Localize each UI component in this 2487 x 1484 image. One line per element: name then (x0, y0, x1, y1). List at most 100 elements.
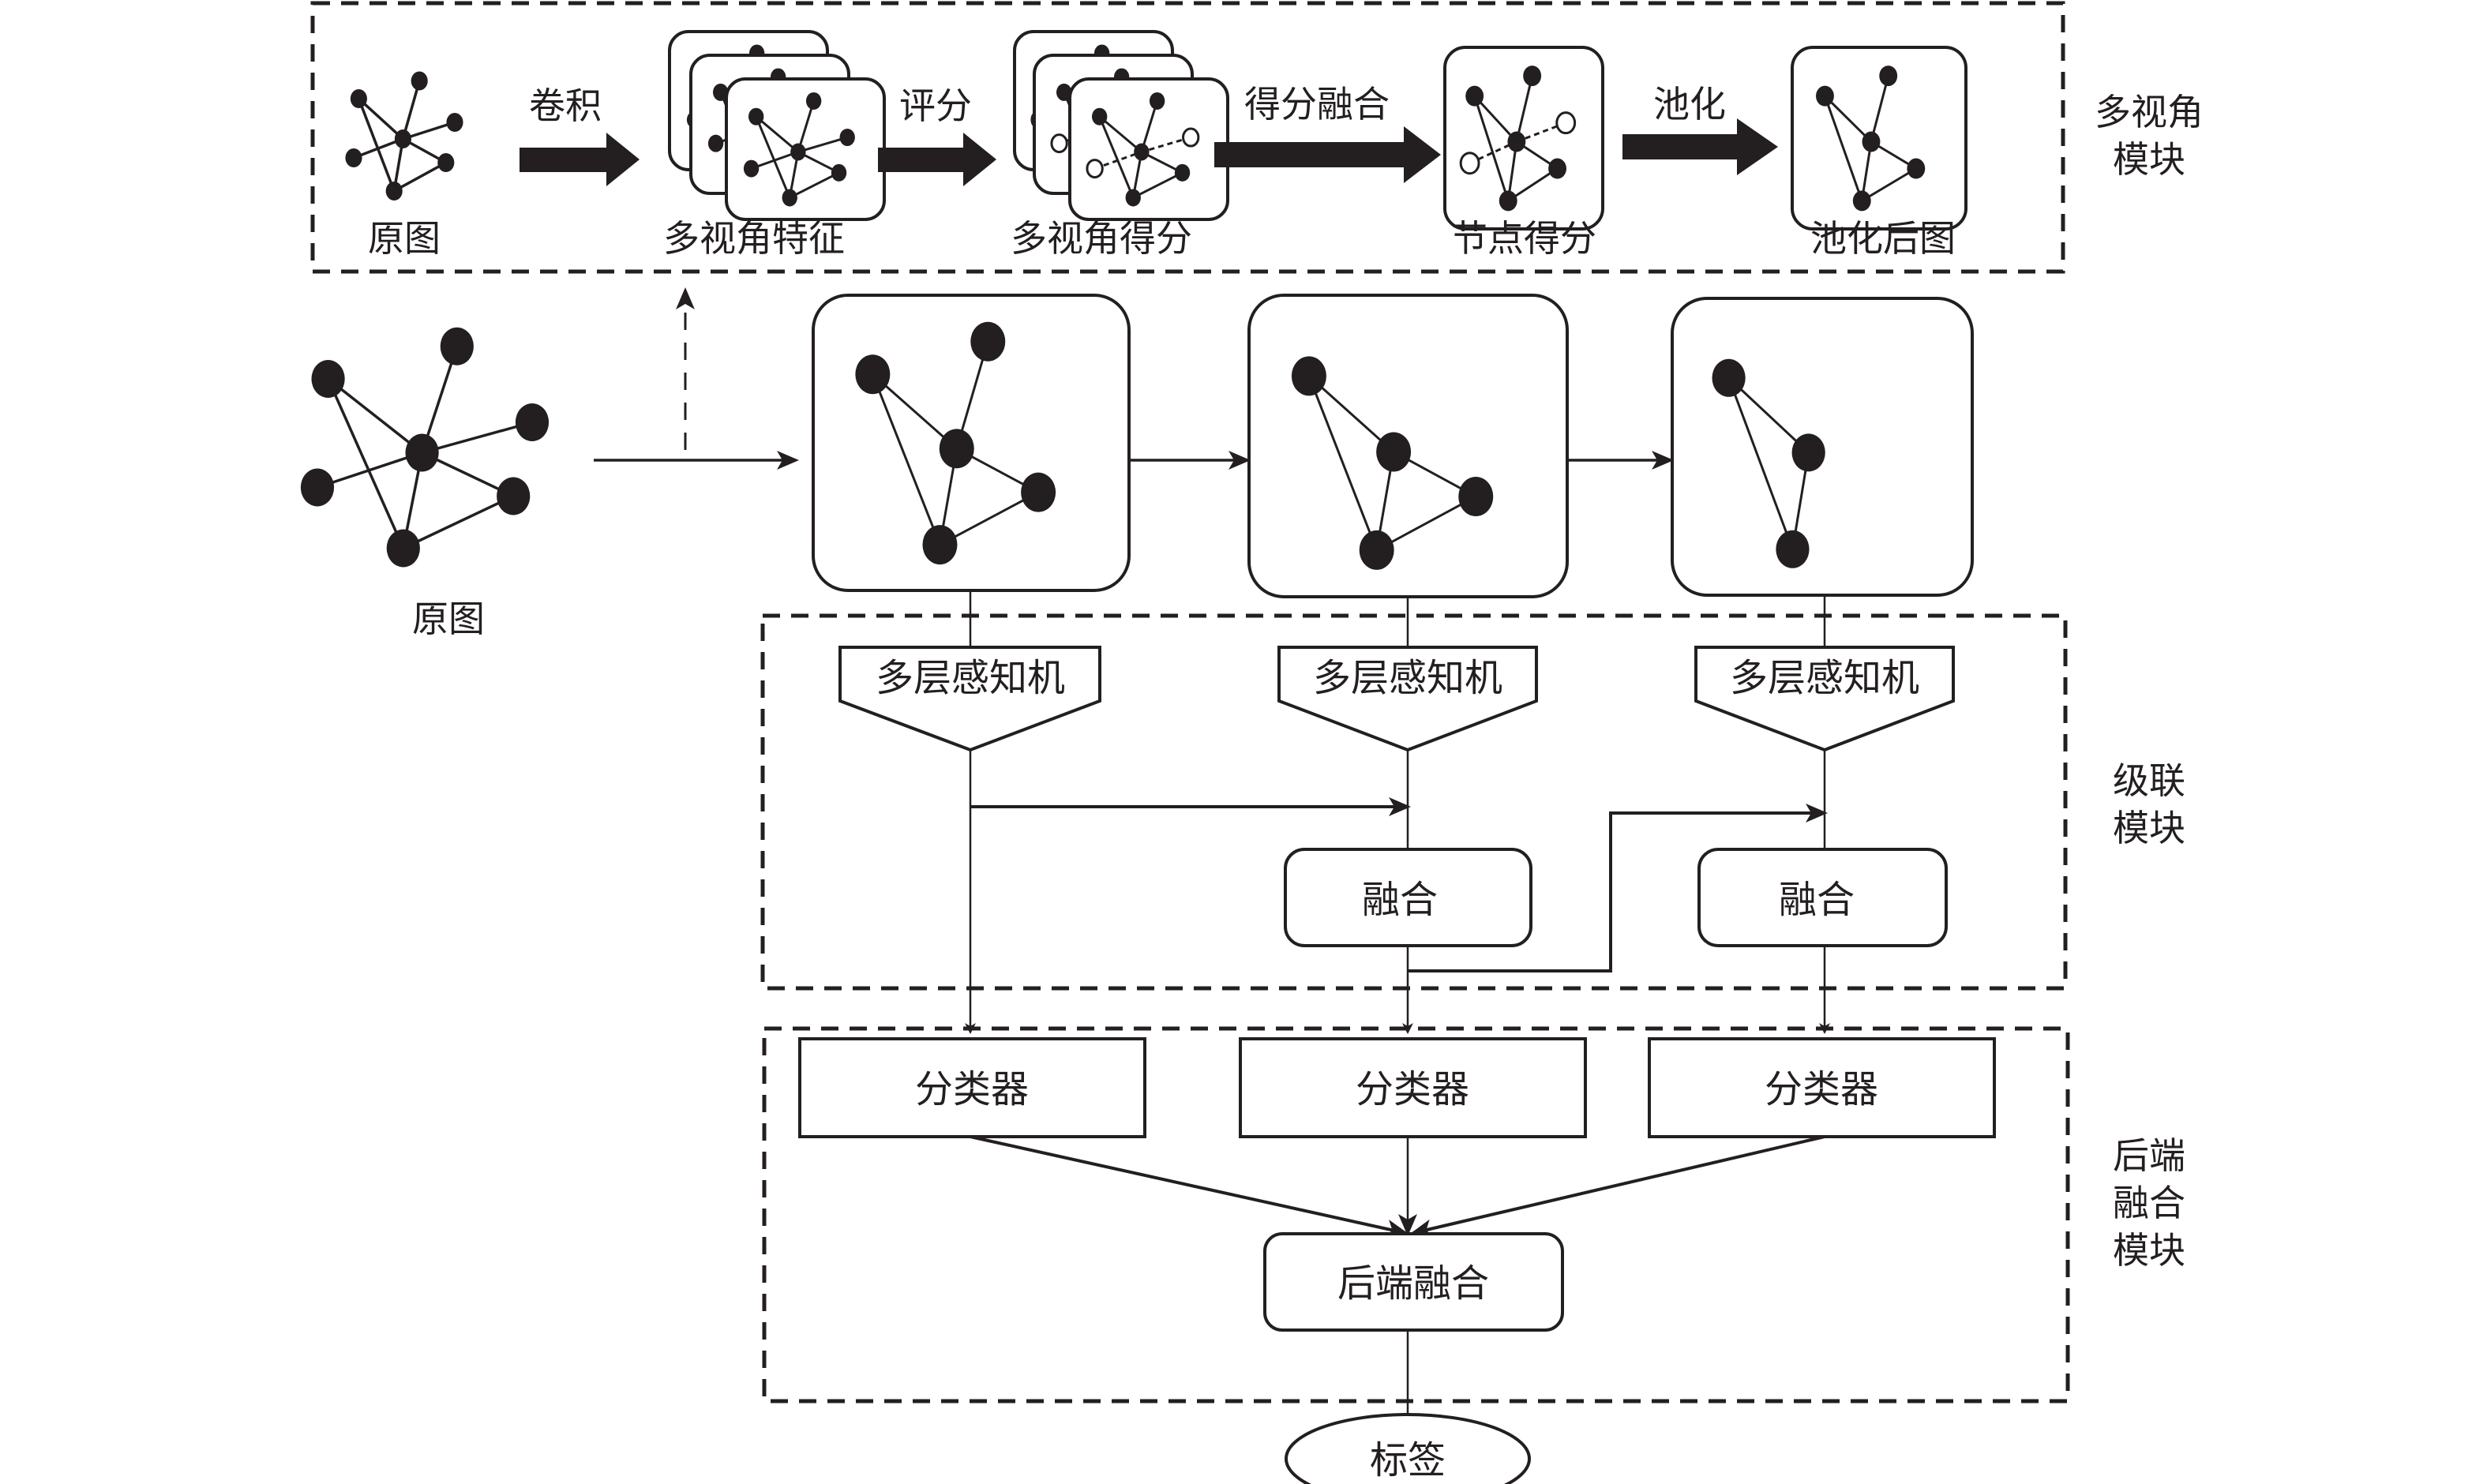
multi-view-module-label-line2: 模块 (2113, 138, 2185, 181)
graph-node (386, 529, 420, 568)
pooled-graph-level1 (812, 294, 1131, 592)
arrow-scoring: 评分 (878, 84, 996, 186)
graph-node (707, 134, 724, 152)
graph-edge (1307, 375, 1379, 551)
mv-pooled-graph (1791, 46, 1967, 230)
backend-module-border (762, 1026, 2070, 1403)
graph-edge (1515, 75, 1534, 142)
graph-edge (797, 136, 848, 153)
mv-node-scores (1443, 46, 1604, 230)
graph-node (1852, 190, 1871, 212)
fusion-2-label: 融合 (1779, 878, 1855, 922)
mv-caption-original: 原图 (368, 217, 441, 260)
graph-edge (1307, 375, 1395, 453)
graph-node (782, 189, 797, 207)
graph-node (1291, 356, 1326, 396)
graph-edge (1132, 171, 1183, 199)
graph-node (939, 429, 974, 469)
mlp-1-label: 多层感知机 (876, 656, 1065, 700)
backend-module-label-line2: 融合 (2113, 1182, 2185, 1224)
graph-edge (1861, 167, 1917, 202)
arrow-label-convolution: 卷积 (529, 84, 602, 127)
arrow-convolution: 卷积 (520, 84, 640, 186)
backend-fusion-module: 分类器 分类器 分类器 后端融合 后端 融合 模块 (762, 1026, 2185, 1403)
graph-node (1465, 85, 1484, 107)
classifier-2: 分类器 (1239, 1037, 1587, 1138)
mlp-3-label: 多层感知机 (1730, 656, 1919, 700)
graph-edge (1824, 96, 1863, 201)
graph-node (1712, 358, 1746, 397)
graph-edge (1824, 95, 1873, 143)
graph-node (1125, 189, 1141, 207)
graph-node (1862, 131, 1881, 152)
graph-node (713, 83, 729, 101)
graph-edge (1473, 96, 1510, 201)
graph-edge (327, 378, 405, 549)
graph-node (515, 403, 550, 441)
cascade-module-label-line1: 级联 (2113, 759, 2185, 802)
graph-node (1776, 530, 1810, 568)
cascade-module-border (760, 613, 2068, 991)
arrow-classifier3-to-backend (1410, 1135, 1825, 1239)
backend-module-label-line3: 模块 (2113, 1229, 2185, 1272)
graph-node (411, 71, 428, 91)
graph-edge (789, 171, 840, 199)
mv-caption-node-scores: 节点得分 (1451, 217, 1596, 260)
graph-edge (939, 491, 1039, 546)
graph-node (1092, 107, 1108, 126)
classifier-1-label: 分类器 (915, 1067, 1029, 1111)
mlp-3: 多层感知机 (1694, 646, 1955, 752)
graph-node (743, 159, 760, 178)
graph-edge (1375, 495, 1476, 552)
fusion-2: 融合 (1697, 848, 1948, 947)
graph-node (394, 129, 411, 148)
mv-multi-view-features (668, 30, 886, 221)
graph-node (748, 107, 764, 126)
graph-node (1359, 530, 1394, 570)
mlp-1: 多层感知机 (838, 646, 1101, 752)
graph-node (805, 92, 822, 110)
graph-edge (1507, 167, 1559, 202)
backend-module-label-line1: 后端 (2113, 1134, 2185, 1177)
mv-caption-features: 多视角特征 (663, 217, 845, 260)
graph-edge (1098, 116, 1135, 199)
graph-node (1376, 432, 1412, 472)
arrow-classifier1-to-backend (970, 1135, 1409, 1239)
graph-node (922, 525, 958, 565)
graph-node (790, 143, 806, 161)
classifier-3-label: 分类器 (1765, 1067, 1878, 1111)
graph-node (300, 468, 335, 507)
graph-edge (1870, 75, 1890, 142)
backend-fusion: 后端融合 (1263, 1232, 1564, 1332)
graph-node (440, 327, 474, 365)
graph-edge (1727, 377, 1794, 550)
graph-edge (402, 121, 456, 141)
graph-edge (1473, 95, 1517, 143)
graph-edge (1098, 115, 1142, 153)
input-graph-caption: 原图 (412, 598, 485, 640)
arrow-pooling: 池化 (1622, 83, 1778, 175)
graph-node (855, 354, 891, 395)
graph-node (1791, 433, 1825, 472)
graph-node-removed (1555, 111, 1577, 135)
graph-node (1458, 477, 1494, 517)
classifier-1: 分类器 (798, 1037, 1146, 1138)
graph-node (1174, 163, 1191, 182)
classifier-3: 分类器 (1648, 1037, 1996, 1138)
graph-node (1816, 85, 1834, 107)
fusion-1-label: 融合 (1362, 878, 1438, 922)
graph-node (350, 89, 367, 108)
graph-node-removed (1050, 133, 1068, 154)
output-label-node: 标签 (1285, 1413, 1531, 1484)
multi-view-module-label-line1: 多视角 (2095, 91, 2204, 133)
graph-node-removed (1086, 159, 1104, 179)
graph-node (385, 182, 403, 200)
multi-view-module-border (310, 1, 2065, 274)
graph-node (1056, 83, 1072, 101)
graph-edge (755, 116, 791, 199)
graph-node-removed (1459, 152, 1480, 175)
graph-edge (755, 115, 799, 153)
arrow-label-score-fusion: 得分融合 (1244, 83, 1390, 126)
graph-edge (357, 98, 396, 192)
